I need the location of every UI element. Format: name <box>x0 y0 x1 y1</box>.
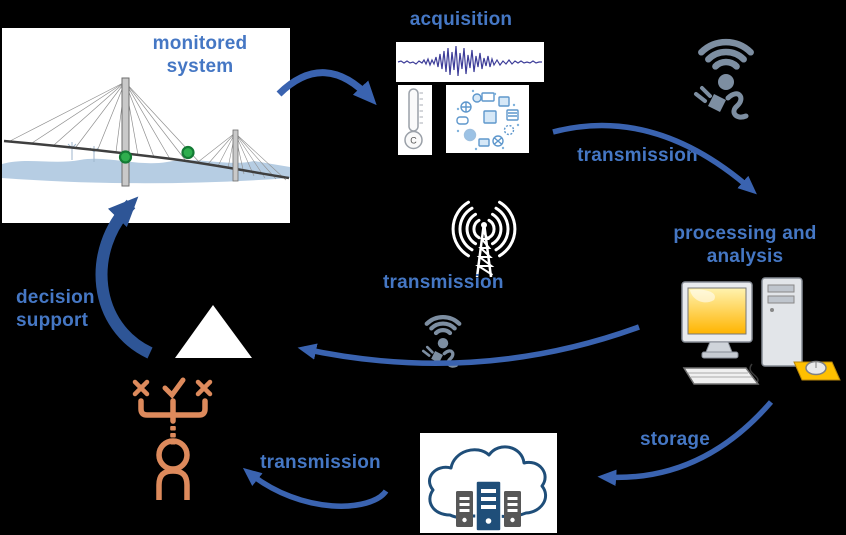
thermometer-unit-label: C <box>410 136 417 146</box>
cloud-outline-icon <box>428 445 548 519</box>
monitored-system-panel: monitored system <box>2 28 290 223</box>
seismograph-trace-icon <box>397 45 542 77</box>
computer-keyboard <box>682 367 760 385</box>
bridge-tower-secondary <box>232 129 239 182</box>
server-rack-center <box>475 480 502 532</box>
bridge-cables <box>9 81 287 181</box>
bridge-tower-main <box>121 77 130 187</box>
arrow-monitored-to-acquisition <box>276 69 377 106</box>
cloud-storage-panel <box>420 433 557 533</box>
arrow-storage-to-decision <box>242 467 389 509</box>
wifi-power-icon-top <box>688 22 764 120</box>
decision-flow-icon-wrap <box>130 374 215 500</box>
check-mark-icon <box>162 377 186 399</box>
bridge-deck <box>3 139 290 180</box>
sensor-dot-icon <box>181 145 195 160</box>
dotted-stem <box>170 426 176 445</box>
transmission-downlink-label: transmission <box>260 452 381 473</box>
radio-tower <box>440 199 530 279</box>
wifi-plug-icon <box>421 315 462 368</box>
x-mark-icon <box>195 379 213 397</box>
sensor-collage-dots <box>456 89 520 151</box>
transmission-center-label: transmission <box>383 272 504 293</box>
bridge-illustration <box>2 77 290 187</box>
thermometer-panel: C <box>398 85 432 155</box>
decision-support-label: decision support <box>16 287 95 332</box>
monitored-system-label: monitored system <box>152 33 248 78</box>
processing-label: processing and analysis <box>673 223 817 268</box>
sensor-collage-icon <box>456 89 520 151</box>
decision-flow-icon <box>132 377 213 500</box>
wifi-power-icon-center <box>418 304 468 368</box>
radio-tower-icon <box>451 200 517 278</box>
storage-label: storage <box>639 429 711 450</box>
thermometer-icon: C <box>404 88 423 150</box>
seismograph-panel <box>396 42 544 82</box>
wifi-plug-icon <box>694 38 754 120</box>
computer-illustration <box>674 276 844 388</box>
server-rack-right <box>504 491 521 527</box>
triangle-marker <box>175 305 252 358</box>
wind-turbine-icons <box>67 142 99 162</box>
person-body <box>156 468 190 500</box>
sensor-dot-icon <box>118 150 133 164</box>
arrow-processing-to-decision <box>297 324 640 366</box>
acquisition-label: acquisition <box>409 9 513 30</box>
server-rack-left <box>456 491 473 527</box>
cloud-server-icon <box>428 445 548 532</box>
x-mark-icon <box>132 379 150 397</box>
person-head <box>156 438 190 472</box>
transmission-uplink-label: transmission <box>577 145 698 166</box>
sensors-panel <box>446 85 529 153</box>
desktop-computer-icon <box>681 277 841 385</box>
